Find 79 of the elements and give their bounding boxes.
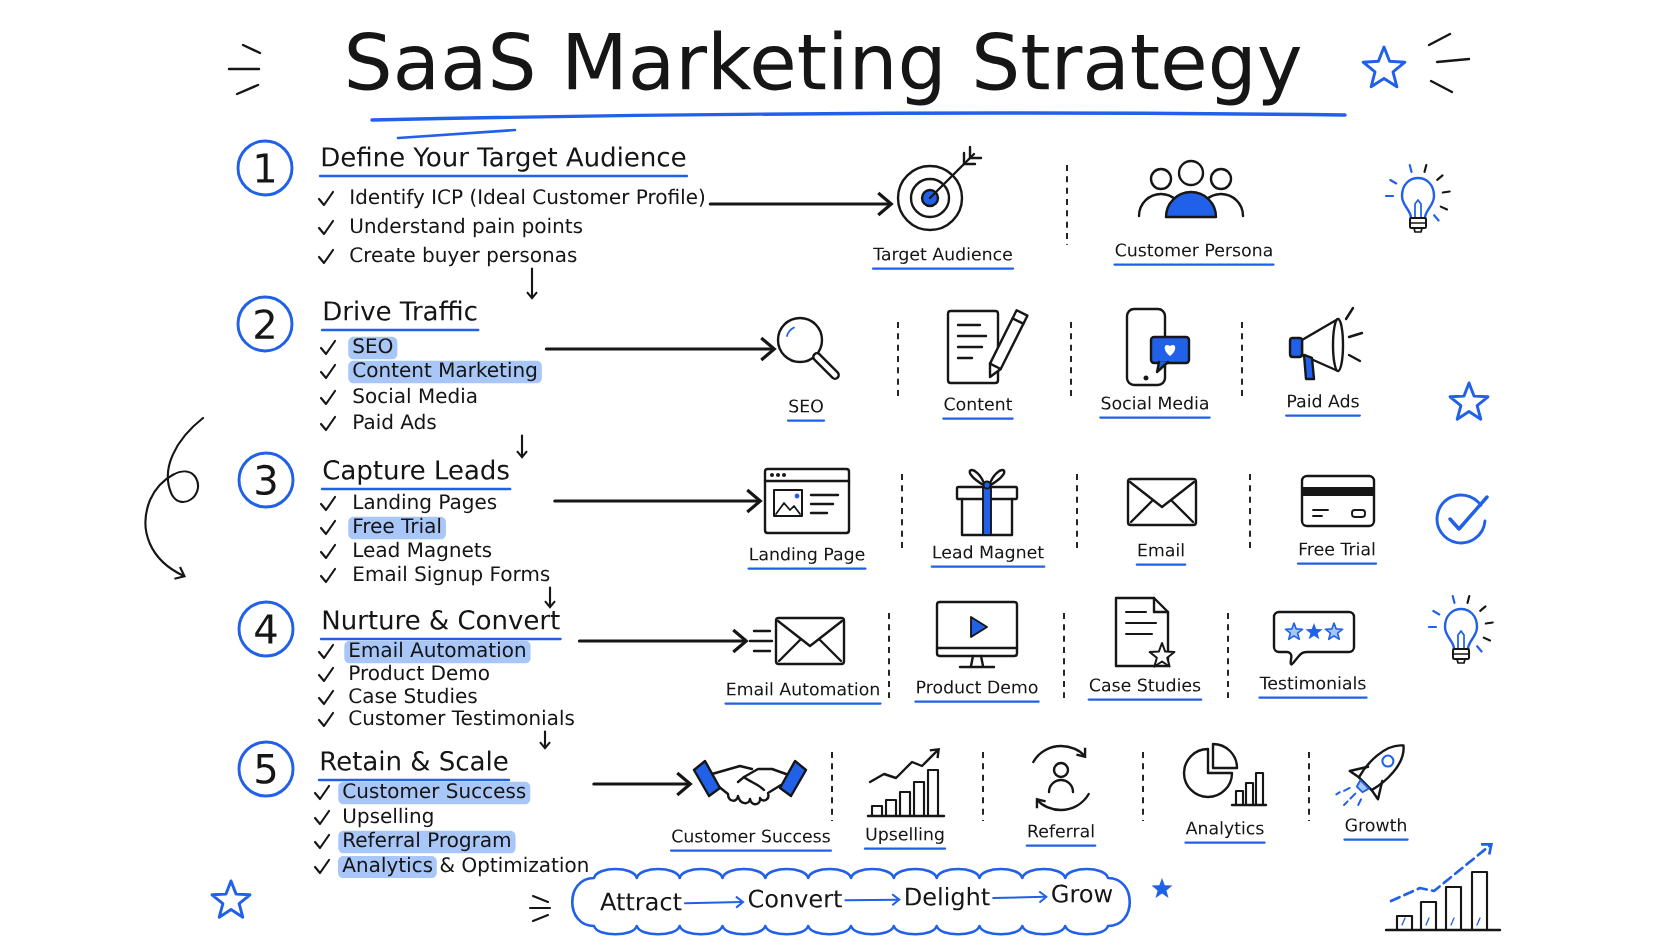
arrow <box>516 434 528 459</box>
highlighted-item: Customer Success <box>338 781 531 805</box>
step-heading: Define Your Target Audience <box>318 146 689 178</box>
icon-label: Free Trial <box>1296 542 1378 565</box>
arrow <box>683 895 745 909</box>
bar-chart-icon <box>866 748 946 818</box>
rocket-icon <box>1335 744 1405 806</box>
icon-label: Email Automation <box>724 682 882 705</box>
step-heading: Drive Traffic <box>320 300 480 332</box>
arrow <box>992 890 1048 904</box>
highlighted-item: Content Marketing <box>348 360 542 384</box>
arrow <box>539 730 551 750</box>
icon-label: Customer Persona <box>1113 243 1275 266</box>
gift-icon <box>955 469 1019 537</box>
megaphone-icon <box>1288 306 1364 381</box>
checklist-item: Landing Pages <box>354 493 497 514</box>
handshake-icon <box>692 759 808 806</box>
person-cycle-icon <box>1032 744 1090 812</box>
checklist-item: Upselling <box>344 807 433 828</box>
checklist-item: Lead Magnets <box>354 541 492 562</box>
checklist-item: Product Demo <box>350 664 489 681</box>
checklist-item: Identify ICP (Ideal Customer Profile) <box>351 188 705 209</box>
flow-word: Delight <box>906 887 990 911</box>
flow-word: Convert <box>748 889 842 908</box>
arrow <box>526 267 538 300</box>
highlighted-item: SEO <box>348 336 398 360</box>
arrow <box>708 191 894 217</box>
icon-label: Product Demo <box>914 680 1040 703</box>
highlighted-item: Email Automation <box>344 640 531 664</box>
icon-label: Content <box>942 397 1014 420</box>
icon-label: Testimonials <box>1258 676 1368 699</box>
browser-window-icon <box>763 467 851 535</box>
arrow <box>577 628 749 654</box>
icon-label: SEO <box>786 399 826 422</box>
checklist-item: Create buyer personas <box>350 246 577 267</box>
step-heading: Capture Leads <box>320 459 512 491</box>
icon-label: Landing Page <box>747 547 867 570</box>
arrow <box>553 488 763 514</box>
icon-label: Target Audience <box>871 247 1015 270</box>
people-icon <box>1137 159 1245 219</box>
arrow <box>592 771 693 797</box>
document-pencil-icon <box>946 309 1029 385</box>
title: SaaS Marketing Strategy <box>348 30 1301 106</box>
envelope-icon <box>1126 477 1198 527</box>
arrow <box>544 336 777 362</box>
icon-label: Case Studies <box>1087 678 1203 701</box>
card-icon <box>1300 474 1376 528</box>
checklist-item: Case Studies <box>349 687 477 704</box>
step-heading: Nurture & Convert <box>319 610 562 641</box>
highlighted-item: Analytics & Optimization <box>338 856 588 878</box>
magnifier-icon <box>776 316 840 380</box>
checklist-item: Paid Ads <box>354 413 436 430</box>
icon-label: Analytics <box>1184 821 1266 844</box>
arrow <box>844 893 901 907</box>
checklist-item: Email Signup Forms <box>354 565 550 586</box>
arrow <box>544 586 556 609</box>
speech-bubble-icon <box>1272 610 1356 666</box>
target-icon <box>896 145 983 232</box>
icon-label: Customer Success <box>669 829 833 852</box>
icon-label: Paid Ads <box>1285 394 1361 417</box>
pie-chart-icon <box>1182 742 1268 807</box>
icon-label: Email <box>1135 543 1187 566</box>
checklist-item: Customer Testimonials <box>349 709 574 726</box>
highlighted-item: Referral Program <box>338 830 516 854</box>
icon-label: Lead Magnet <box>930 545 1046 568</box>
icon-label: Growth <box>1343 818 1409 841</box>
checklist-item: Social Media <box>353 387 477 404</box>
envelope-icon <box>748 616 846 666</box>
step-heading: Retain & Scale <box>317 750 511 782</box>
phone-chat-icon <box>1125 307 1191 387</box>
icon-label: Social Media <box>1099 396 1211 419</box>
icon-label: Upselling <box>863 827 947 850</box>
icon-label: Referral <box>1025 824 1097 847</box>
monitor-play-icon <box>935 600 1019 669</box>
flow-word: Grow <box>1052 884 1113 903</box>
document-star-icon <box>1114 596 1176 668</box>
highlighted-item: Free Trial <box>348 516 446 540</box>
flow-word: Attract <box>600 892 682 911</box>
checklist-item: Understand pain points <box>351 217 583 238</box>
